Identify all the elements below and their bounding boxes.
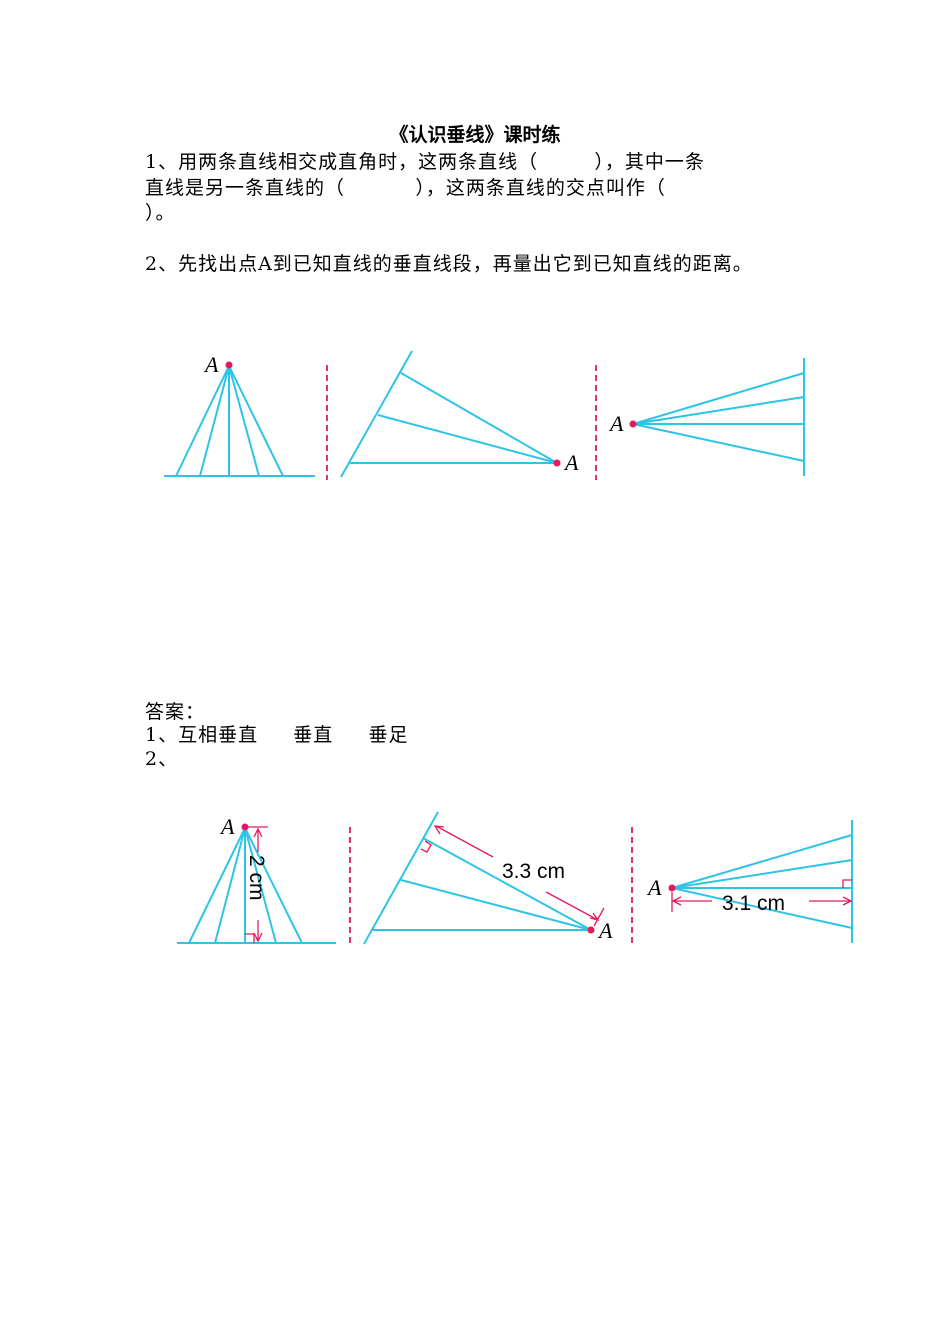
point-a-label: A [646, 875, 662, 900]
point-a-dot [241, 823, 249, 831]
point-a-label: A [219, 814, 235, 839]
point-a-label: A [597, 918, 613, 943]
point-a-dot [553, 459, 561, 467]
point-a-label: A [563, 450, 579, 475]
point-a-label: A [608, 411, 624, 436]
question-1-line-3: ）。 [145, 202, 176, 224]
point-a-dot [225, 361, 233, 369]
page-title: 《认识垂线》课时练 [389, 124, 561, 146]
question-figure-3 [632, 358, 805, 476]
answer-figure-3 [671, 820, 853, 943]
dimension-2cm [245, 826, 268, 943]
answers-heading: 答案： [145, 701, 206, 723]
point-a-label: A [203, 352, 219, 377]
measurement-3.1cm: 3.1 cm [722, 892, 785, 915]
question-2-text: 2、先找出点A到已知直线的垂直线段，再量出它到已知直线的距离。 [145, 253, 753, 275]
answer-figure-1 [177, 827, 336, 944]
point-a-dot [629, 420, 637, 428]
dimension-3.1cm [671, 879, 853, 912]
question-1-line-1: 1、用两条直线相交成直角时，这两条直线（ ），其中一条 [145, 151, 705, 173]
question-1-line-2: 直线是另一条直线的（ ），这两条直线的交点叫作（ [145, 177, 666, 199]
point-a-dot [668, 884, 676, 892]
measurement-2cm: 2 cm [245, 855, 268, 901]
answer-2-label: 2、 [145, 748, 179, 770]
dimension-3.3cm [420, 825, 605, 927]
point-a-dot [587, 926, 595, 934]
question-figure-1 [164, 365, 315, 477]
question-figure-2 [340, 350, 558, 478]
answer-figure-2 [363, 811, 592, 945]
answer-1: 1、互相垂直 垂直 垂足 [145, 724, 409, 746]
measurement-3.3cm: 3.3 cm [502, 860, 565, 883]
